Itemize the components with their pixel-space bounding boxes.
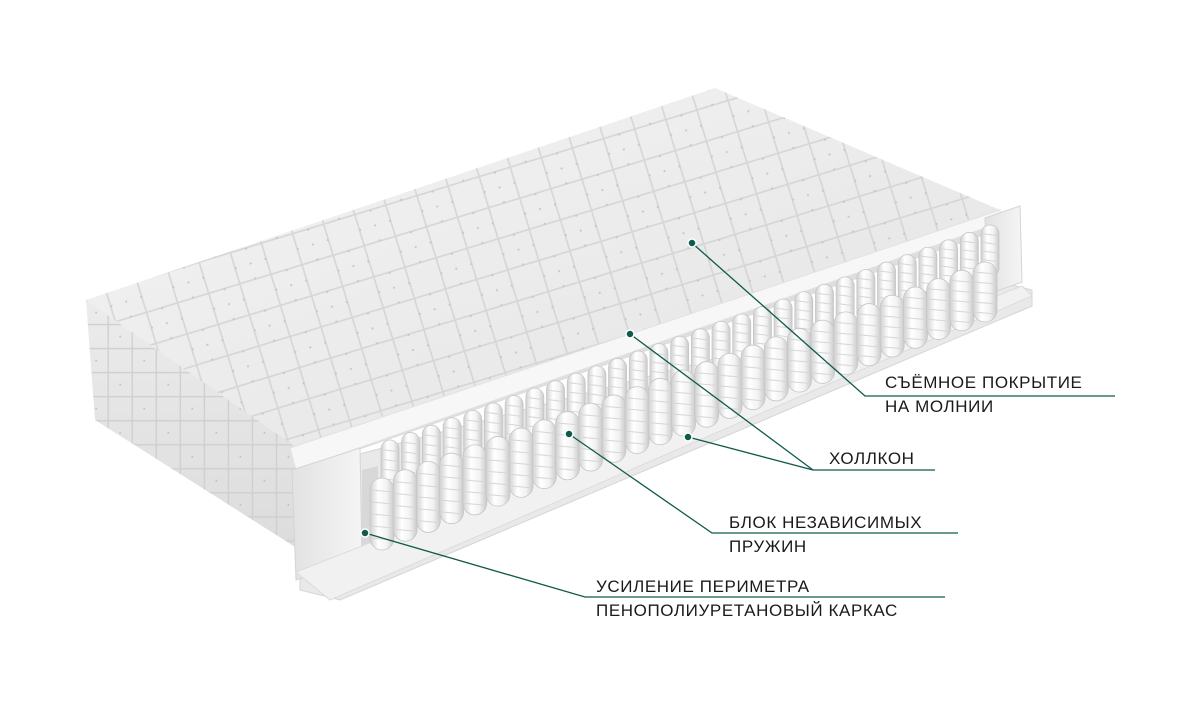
callout-springs-line1: БЛОК НЕЗАВИСИМЫХ: [729, 513, 923, 532]
callout-dot: [564, 429, 574, 439]
spring-coil: [903, 286, 928, 349]
spring-coil: [717, 352, 743, 419]
callout-dot: [625, 329, 635, 339]
spring-coil: [392, 469, 418, 542]
spring-coil: [578, 402, 604, 472]
spring-coil: [879, 294, 905, 358]
spring-coil: [856, 303, 882, 367]
callout-cover-line1: СЪЁМНОЕ ПОКРЫТИЕ: [885, 373, 1083, 392]
spring-coil: [531, 419, 557, 490]
spring-coil: [624, 386, 650, 454]
spring-coil: [763, 336, 789, 402]
spring-coil: [462, 444, 488, 516]
callout-hollcon-line1: ХОЛЛКОН: [829, 449, 915, 468]
spring-coil: [555, 411, 580, 481]
callout-label-springs: БЛОК НЕЗАВИСИМЫХ ПРУЖИН: [729, 511, 922, 559]
callout-perimeter-line2: ПЕНОПОЛИУРЕТАНОВЫЙ КАРКАС: [596, 601, 898, 620]
callout-springs-line2: ПРУЖИН: [729, 537, 807, 556]
spring-coil: [439, 452, 464, 525]
callout-lines: [360, 238, 1115, 598]
callout-cover-line2: НА МОЛНИИ: [885, 397, 994, 416]
callout-perimeter-line1: УСИЛЕНИЕ ПЕРИМЕТРА: [596, 577, 810, 596]
callout-leader-line: [687, 436, 814, 471]
callout-dot: [360, 528, 370, 538]
spring-coil: [926, 278, 952, 340]
callout-leader-line: [364, 532, 945, 598]
spring-coil: [369, 477, 395, 551]
spring-coil: [647, 377, 673, 446]
spring-coil: [740, 344, 766, 411]
callout-leader-line: [568, 433, 958, 534]
callout-dot: [683, 432, 693, 442]
spring-coil: [949, 269, 975, 332]
callout-label-cover: СЪЁМНОЕ ПОКРЫТИЕ НА МОЛНИИ: [885, 371, 1083, 419]
spring-coil: [833, 311, 859, 376]
spring-coil: [972, 261, 998, 323]
spring-block: [369, 224, 1000, 551]
spring-coil: [694, 361, 720, 428]
callout-leader-line: [691, 242, 1115, 397]
spring-coil: [485, 436, 511, 507]
callout-dot: [687, 238, 697, 248]
callout-label-perimeter: УСИЛЕНИЕ ПЕРИМЕТРА ПЕНОПОЛИУРЕТАНОВЫЙ КА…: [596, 575, 898, 623]
spring-coil: [508, 427, 534, 498]
spring-coil: [415, 460, 441, 533]
spring-coil: [601, 394, 627, 463]
callout-label-hollcon: ХОЛЛКОН: [829, 447, 915, 471]
